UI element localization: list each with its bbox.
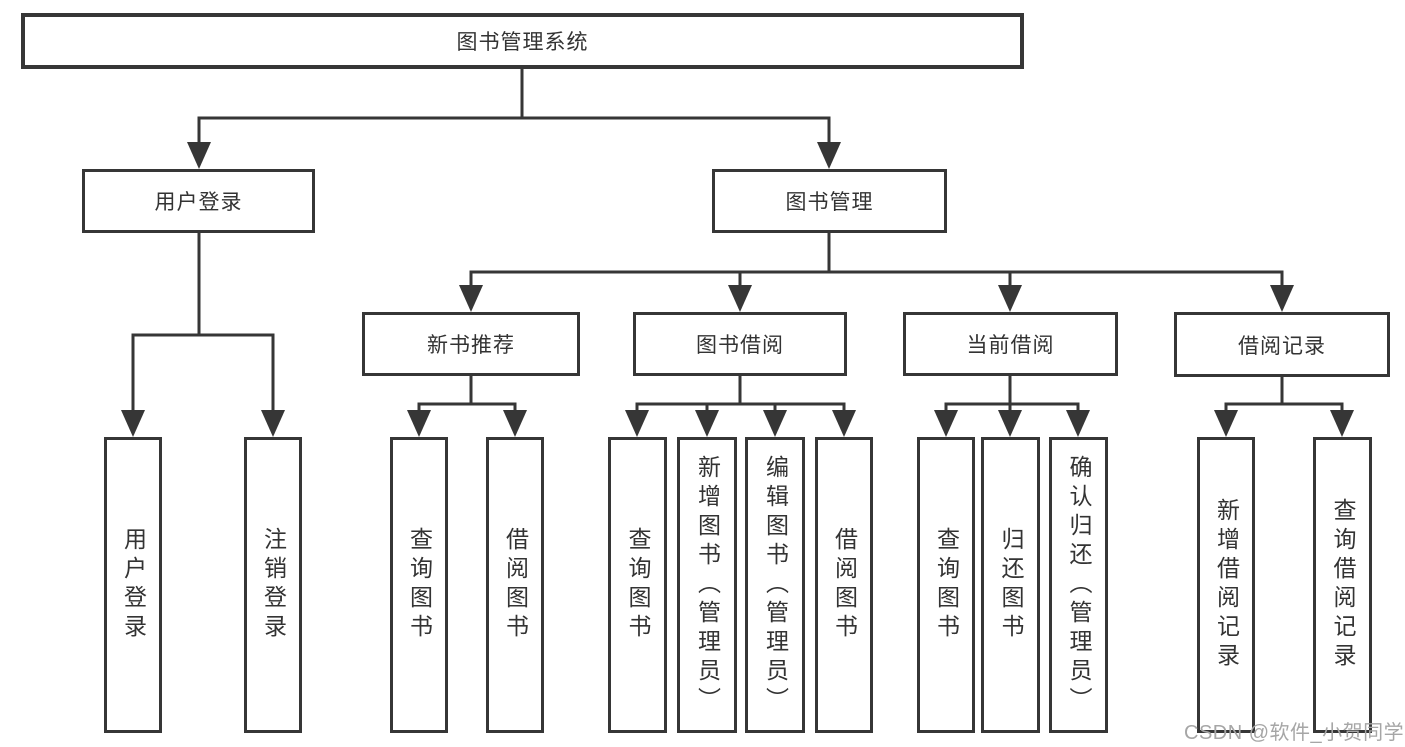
node-user-login: 用户登录: [82, 169, 315, 233]
node-user-login-action: 用户登录: [104, 437, 162, 733]
node-confirm-return-admin: 确认归还（管理员）: [1049, 437, 1108, 733]
node-borrow-books-borrowing: 借阅图书: [815, 437, 873, 733]
node-new-book-recommend: 新书推荐: [362, 312, 580, 376]
node-borrowing-records: 借阅记录: [1174, 312, 1390, 377]
node-query-borrow-record: 查询借阅记录: [1313, 437, 1372, 733]
node-query-books-recommend: 查询图书: [390, 437, 448, 733]
node-borrow-books-recommend: 借阅图书: [486, 437, 544, 733]
node-add-borrow-record: 新增借阅记录: [1197, 437, 1255, 733]
node-query-books-current: 查询图书: [917, 437, 975, 733]
node-logout-action: 注销登录: [244, 437, 302, 733]
node-add-books-admin: 新增图书（管理员）: [677, 437, 737, 733]
node-edit-books-admin: 编辑图书（管理员）: [745, 437, 805, 733]
node-library-system: 图书管理系统: [21, 13, 1024, 69]
node-return-books: 归还图书: [981, 437, 1040, 733]
node-query-books-borrowing: 查询图书: [608, 437, 667, 733]
watermark: CSDN @软件_小贺同学: [1184, 722, 1405, 744]
node-current-borrowing: 当前借阅: [903, 312, 1118, 376]
node-book-borrowing: 图书借阅: [633, 312, 847, 376]
node-book-management: 图书管理: [712, 169, 947, 233]
